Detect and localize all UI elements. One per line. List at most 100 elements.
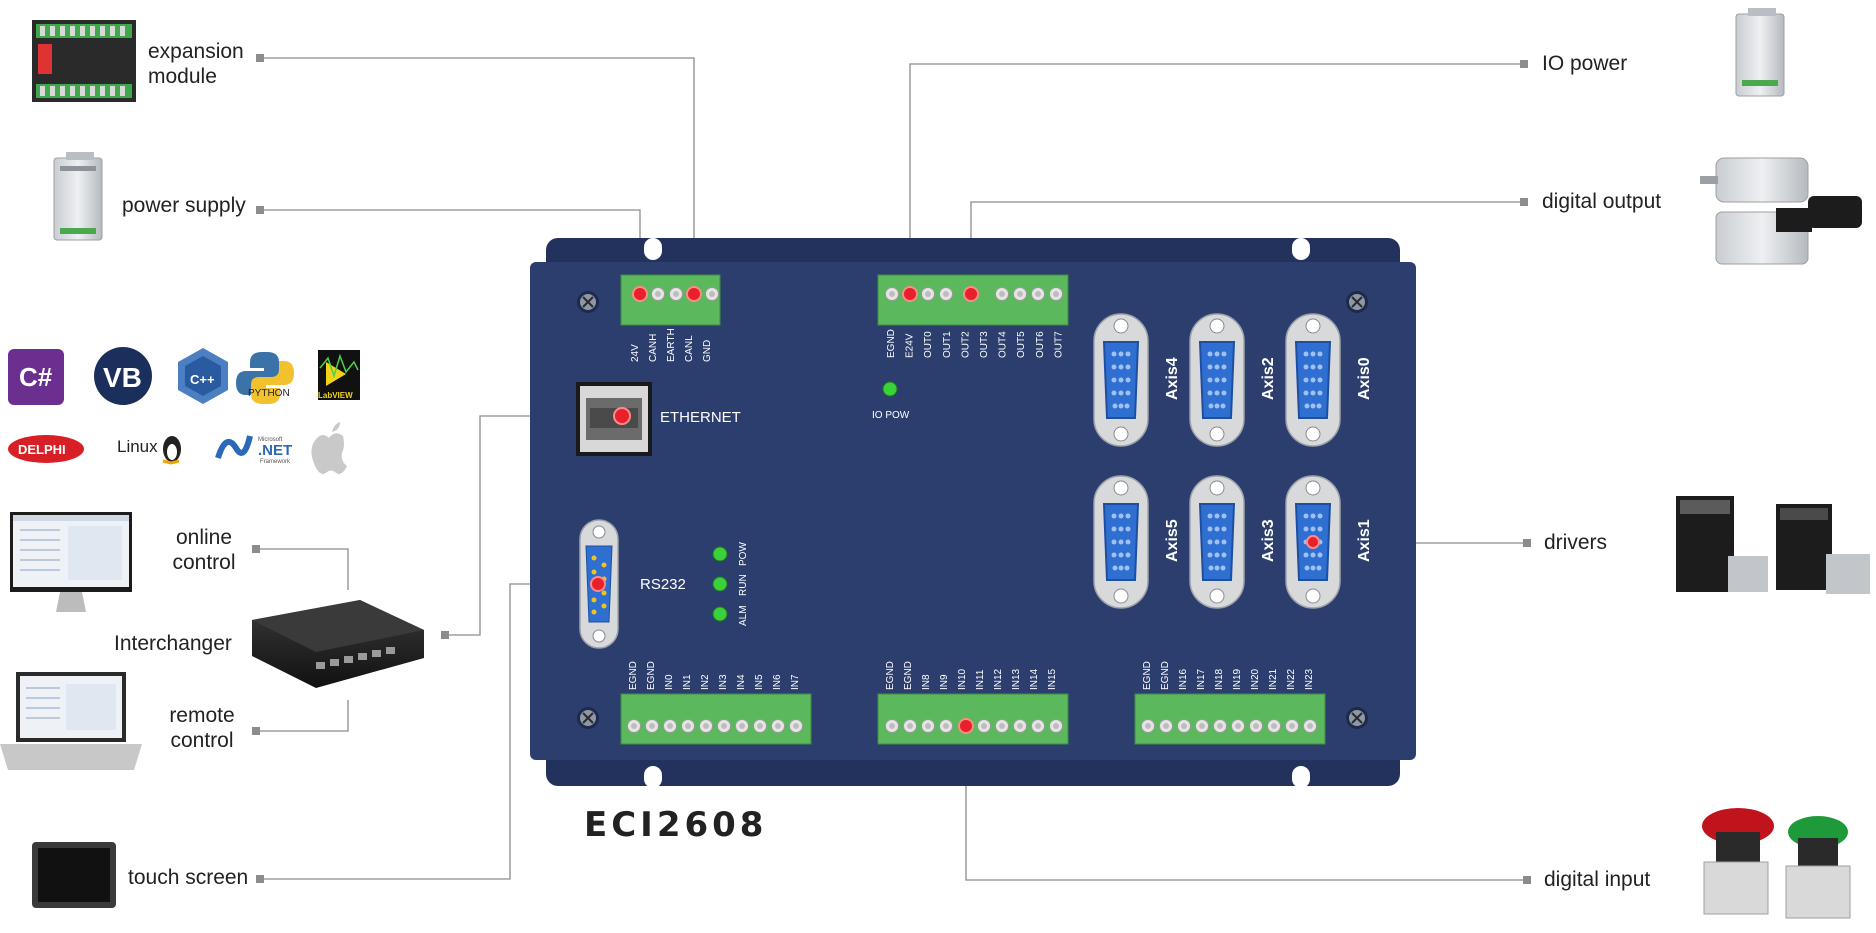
terminal-label: OUT0	[923, 331, 934, 358]
screw-icon	[576, 706, 600, 730]
terminal-label: IN2	[700, 674, 711, 690]
digital-output-valve-image	[1700, 157, 1862, 265]
terminal-label: IN18	[1214, 668, 1225, 690]
cpp-icon: C++	[178, 348, 228, 404]
input-terminal-block-2	[877, 693, 1069, 745]
screw-icon	[1345, 706, 1369, 730]
svg-text:Microsoft: Microsoft	[258, 437, 283, 443]
terminal-label: CANL	[684, 335, 695, 362]
terminal-label: IN0	[664, 674, 675, 690]
terminal-label: IN16	[1178, 668, 1189, 690]
terminal-label: IN20	[1250, 668, 1261, 690]
terminal-label: IN3	[718, 674, 729, 690]
axis-label: Axis5	[1164, 519, 1181, 562]
screw-icon	[1345, 290, 1369, 314]
terminal-label: IN10	[957, 668, 968, 690]
terminal-label: OUT5	[1016, 331, 1027, 358]
led-label-run: RUN	[738, 574, 749, 596]
terminal-label: IN4	[736, 674, 747, 690]
model-name: ECI2608	[584, 805, 768, 845]
svg-text:VB: VB	[103, 362, 142, 393]
terminal-label: IN15	[1047, 668, 1058, 690]
line-expansion-module	[260, 57, 695, 296]
axis-label: Axis3	[1260, 519, 1277, 562]
labview-icon: LabVIEW	[318, 350, 360, 400]
online-control-monitor-image	[10, 512, 132, 612]
terminal-label: IN23	[1304, 668, 1315, 690]
terminal-label: EGND	[885, 661, 896, 690]
label-drivers: drivers	[1544, 531, 1608, 554]
led-label-pow: POW	[738, 542, 749, 566]
svg-text:C#: C#	[19, 362, 53, 392]
terminal-label: IN13	[1011, 668, 1022, 690]
label-line: control	[170, 729, 234, 752]
svg-text:LabVIEW: LabVIEW	[318, 391, 353, 400]
axis-label: Axis1	[1356, 519, 1373, 562]
label-power-supply: power supply	[122, 194, 246, 217]
terminal-label: EGND	[1142, 661, 1153, 690]
interchanger-switch-image	[252, 600, 424, 688]
connection-markers	[590, 286, 1320, 734]
expansion-module-image	[32, 20, 136, 102]
io-power-supply-image	[1735, 8, 1785, 97]
svg-text:Linux: Linux	[117, 437, 158, 456]
label-remote-control: remote control	[158, 703, 246, 753]
line-io-power	[909, 63, 1524, 296]
terminal-label: E24V	[905, 333, 916, 358]
label-digital-input: digital input	[1544, 868, 1651, 891]
label-touch-screen: touch screen	[128, 866, 249, 889]
led-label-alm: ALM	[738, 605, 749, 626]
linux-icon: Linux	[117, 436, 181, 465]
terminal-label: IN14	[1029, 668, 1040, 690]
terminal-label: IN7	[790, 674, 801, 690]
io-pow-led	[882, 381, 898, 397]
axis-label: Axis4	[1164, 357, 1181, 400]
terminal-label: IN19	[1232, 668, 1243, 690]
label-online-control: online control	[162, 525, 246, 575]
remote-control-laptop-image	[0, 672, 142, 770]
line-end-markers	[252, 54, 1531, 884]
delphi-icon: DELPHI	[8, 435, 84, 463]
terminal-label: IN6	[772, 674, 783, 690]
svg-text:.NET: .NET	[258, 442, 292, 459]
language-logos: C# VB C++ PYTHON LabVIEW DELPHI Linux	[8, 347, 360, 474]
label-line: remote	[169, 704, 235, 727]
terminal-label: IN9	[939, 674, 950, 690]
screw-icon	[576, 290, 600, 314]
python-icon: PYTHON	[236, 352, 294, 404]
digital-input-buttons-image	[1702, 808, 1851, 919]
axis-label: Axis2	[1260, 357, 1277, 400]
line-remote-control	[256, 700, 349, 732]
label-expansion-module: expansion module	[148, 39, 244, 89]
terminal-label: OUT1	[942, 331, 953, 358]
drivers-motors-image	[1676, 496, 1870, 594]
csharp-icon: C#	[8, 349, 64, 405]
ethernet-label: ETHERNET	[660, 409, 741, 426]
label-line: expansion	[148, 40, 244, 63]
terminal-label: 24V	[630, 344, 641, 362]
rs232-label: RS232	[640, 576, 686, 593]
axis-label: Axis0	[1356, 357, 1373, 400]
io-pow-label: IO POW	[872, 410, 910, 421]
terminal-label: OUT6	[1035, 331, 1046, 358]
terminal-label: IN8	[921, 674, 932, 690]
dotnet-icon: Microsoft .NET Framework	[215, 435, 292, 465]
axis-labels: Axis4 Axis2 Axis0 Axis5 Axis3 Axis1	[1164, 357, 1373, 562]
terminal-label: IN1	[682, 674, 693, 690]
power-supply-image	[53, 152, 103, 241]
input-terminal-block-3	[1134, 693, 1326, 745]
terminal-label: EGND	[903, 661, 914, 690]
terminal-label: CANH	[648, 334, 659, 362]
terminal-label: EGND	[628, 661, 639, 690]
terminal-label: IN11	[975, 669, 986, 690]
svg-text:Framework: Framework	[260, 459, 291, 465]
terminal-label: EGND	[1160, 661, 1171, 690]
terminal-label: OUT3	[979, 331, 990, 358]
svg-text:C++: C++	[190, 372, 215, 387]
svg-text:PYTHON: PYTHON	[248, 388, 290, 399]
terminal-label: OUT2	[960, 331, 971, 358]
terminal-label: IN22	[1286, 668, 1297, 690]
